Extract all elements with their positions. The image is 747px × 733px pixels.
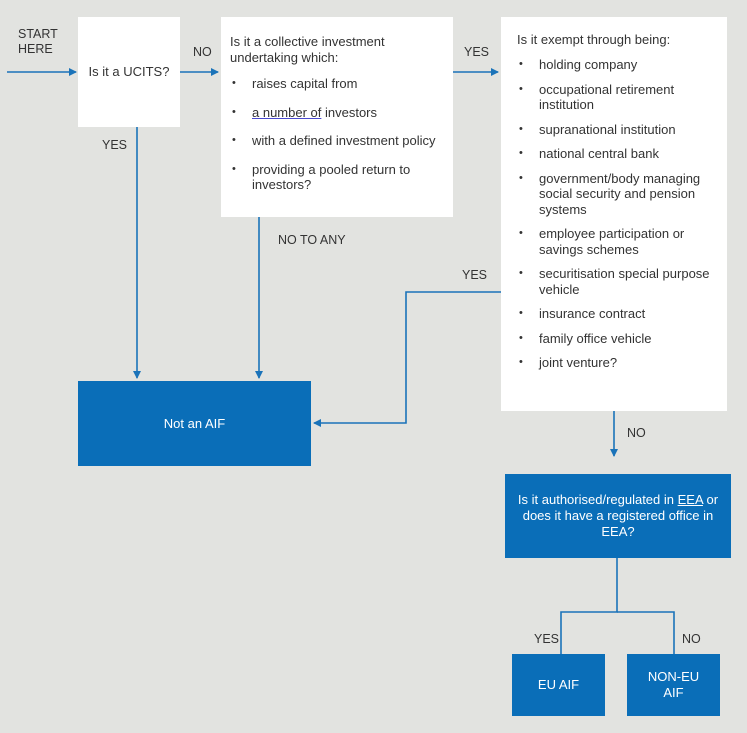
ucits-question-box: Is it a UCITS? xyxy=(78,17,180,127)
start-label: START HERE xyxy=(18,27,58,56)
exemption-list: holding company occupational retirement i… xyxy=(517,57,719,371)
exemption-item: national central bank xyxy=(517,146,719,162)
exemption-item: supranational institution xyxy=(517,122,719,138)
collective-criterion-item: providing a pooled return to investors? xyxy=(230,162,445,193)
not-an-aif-text: Not an AIF xyxy=(163,415,226,431)
yes-label-exempt: YES xyxy=(462,268,488,282)
yes-label-eea: YES xyxy=(534,632,560,646)
eea-question-box: Is it authorised/regulated in EEA or doe… xyxy=(505,474,731,558)
arrow-exempt-yes-to-not-aif xyxy=(313,291,501,427)
ucits-question-text: Is it a UCITS? xyxy=(88,64,170,79)
exemption-item: family office vehicle xyxy=(517,331,719,347)
eea-link[interactable]: EEA xyxy=(677,492,703,507)
eu-aif-text: EU AIF xyxy=(537,677,580,692)
non-eu-aif-text: NON-EU AIF xyxy=(647,669,700,700)
collective-criterion-item: a number of investors xyxy=(230,105,445,121)
no-label-exempt: NO xyxy=(627,426,646,440)
exemption-question-text: Is it exempt through being: xyxy=(517,32,671,47)
eu-aif-box: EU AIF xyxy=(512,654,605,716)
not-an-aif-box: Not an AIF xyxy=(78,381,311,466)
branch-eea-to-non-eu xyxy=(617,611,675,654)
exemption-box: Is it exempt through being: holding comp… xyxy=(501,17,727,411)
no-to-any-label: NO TO ANY xyxy=(278,233,346,247)
collective-criteria-list: raises capital from a number of investors… xyxy=(230,76,445,193)
exemption-item: joint venture? xyxy=(517,355,719,371)
exemption-item: insurance contract xyxy=(517,306,719,322)
collective-criterion-item: raises capital from xyxy=(230,76,445,92)
collective-criterion-item: with a defined investment policy xyxy=(230,133,445,149)
yes-label-ucits: YES xyxy=(102,138,128,152)
eea-question-text: Is it authorised/regulated in EEA or doe… xyxy=(517,492,719,539)
non-eu-aif-box: NON-EU AIF xyxy=(627,654,720,716)
exemption-item: employee participation or savings scheme… xyxy=(517,226,719,257)
number-of-investors-link[interactable]: a number of xyxy=(252,104,322,120)
exemption-item: government/body managing social security… xyxy=(517,171,719,218)
collective-investment-box: Is it a collective investment undertakin… xyxy=(221,17,453,217)
no-label-eea: NO xyxy=(682,632,701,646)
exemption-item: occupational retirement institution xyxy=(517,82,719,113)
exemption-item: securitisation special purpose vehicle xyxy=(517,266,719,297)
collective-question-text: Is it a collective investment undertakin… xyxy=(230,34,385,65)
branch-eea-to-results xyxy=(560,558,618,654)
exemption-item: holding company xyxy=(517,57,719,73)
no-label-ucits: NO xyxy=(193,45,212,59)
yes-label-collective: YES xyxy=(464,45,490,59)
